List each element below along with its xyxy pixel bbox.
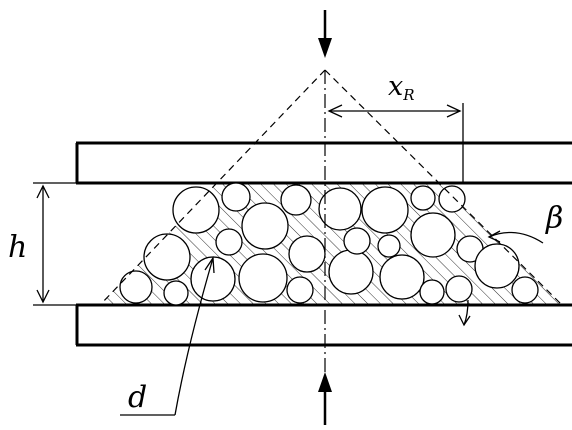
particle: [445, 275, 473, 303]
d-label: d: [128, 380, 147, 415]
particle: [143, 233, 191, 281]
particle: [221, 182, 251, 212]
xr-dimension: [327, 103, 464, 183]
particle: [511, 276, 539, 304]
particle: [241, 202, 289, 250]
load-cone: [99, 69, 563, 306]
particle: [163, 280, 189, 306]
particle: [377, 234, 401, 258]
particle: [410, 185, 436, 211]
particle: [280, 184, 312, 216]
particle: [238, 253, 288, 303]
h-label: h: [8, 230, 27, 265]
beta-angle: [458, 230, 544, 327]
lower-platen: [75, 303, 572, 347]
beta-label: β: [545, 201, 563, 236]
particle-group: [119, 182, 539, 306]
particle: [328, 249, 374, 295]
particle: [119, 270, 153, 304]
top-load-arrow: [318, 10, 332, 58]
particle: [474, 243, 520, 289]
particle: [215, 228, 243, 256]
particle: [318, 187, 362, 231]
particle: [286, 276, 314, 304]
particle: [172, 186, 220, 234]
particle: [361, 186, 409, 234]
particle: [379, 254, 425, 300]
particle: [419, 279, 445, 305]
upper-platen: [75, 141, 572, 185]
particle: [288, 235, 326, 273]
d-leader: [120, 256, 215, 416]
xr-label: xR: [388, 71, 415, 104]
particle: [343, 227, 371, 255]
bottom-load-arrow: [318, 372, 332, 425]
particle: [410, 212, 456, 258]
h-dimension: [33, 182, 76, 306]
particle: [438, 185, 466, 213]
